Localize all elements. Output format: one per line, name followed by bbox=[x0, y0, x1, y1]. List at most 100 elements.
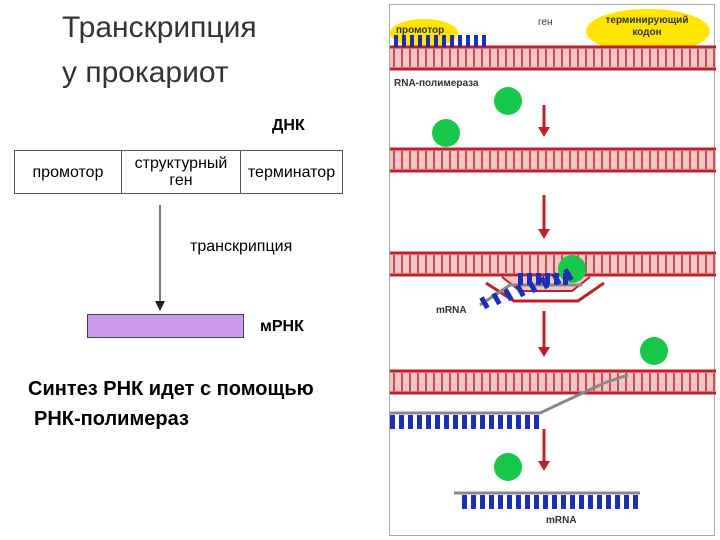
polymerase-label-box bbox=[392, 77, 512, 93]
promoter-base bbox=[450, 35, 454, 47]
dna-helix-1 bbox=[390, 47, 716, 69]
transcription-figure bbox=[390, 9, 716, 509]
mrna-label: мРНК bbox=[260, 318, 304, 335]
polymerase-circle-4 bbox=[640, 337, 668, 365]
rna-base bbox=[615, 495, 620, 509]
figure-mrna-label-b: mRNA bbox=[546, 515, 577, 526]
structural-gene-label-line1: структурный bbox=[134, 155, 228, 172]
promoter-base bbox=[410, 35, 414, 47]
rna-base bbox=[426, 415, 431, 429]
promoter-base bbox=[466, 35, 470, 47]
rna-base bbox=[507, 495, 512, 509]
promoter-base bbox=[402, 35, 406, 47]
transcription-figure-panel: промотор ген терминирующий кодон RNA-пол… bbox=[389, 4, 716, 536]
rna-base bbox=[390, 415, 395, 429]
rna-base bbox=[597, 495, 602, 509]
process-arrow-head-4 bbox=[538, 461, 550, 471]
rna-base bbox=[453, 415, 458, 429]
terminator-highlight bbox=[586, 9, 710, 53]
rna-base bbox=[489, 415, 494, 429]
rna-base bbox=[561, 495, 566, 509]
rna-base bbox=[489, 495, 494, 509]
mrna-bar bbox=[87, 314, 244, 338]
rna-base bbox=[462, 495, 467, 509]
slide-title-line2: у прокариот bbox=[62, 56, 229, 89]
process-arrow-head-1 bbox=[538, 127, 550, 137]
rna-base bbox=[518, 273, 523, 285]
synthesis-text: Синтез РНК идет с помощью РНК-полимераз bbox=[28, 374, 314, 434]
rna-base bbox=[554, 273, 559, 285]
rna-base bbox=[507, 415, 512, 429]
rna-base bbox=[563, 273, 568, 285]
figure-promoter-label: промотор bbox=[396, 25, 445, 36]
rna-base bbox=[480, 415, 485, 429]
rna-base bbox=[471, 415, 476, 429]
figure-terminator-line2: кодон bbox=[632, 27, 662, 38]
terminator-segment-label: терминатор bbox=[247, 163, 336, 181]
rna-base bbox=[503, 288, 514, 302]
rna-base bbox=[570, 495, 575, 509]
rna-base bbox=[417, 415, 422, 429]
rna-base bbox=[515, 284, 526, 298]
rna-base bbox=[543, 495, 548, 509]
rna-base bbox=[534, 495, 539, 509]
rna-base bbox=[534, 415, 539, 429]
promoter-base bbox=[482, 35, 486, 47]
dna-helix-2 bbox=[390, 149, 716, 171]
rna-base bbox=[498, 415, 503, 429]
promoter-base bbox=[426, 35, 430, 47]
terminator-segment: терминатор bbox=[240, 150, 343, 194]
figure-terminator-line1: терминирующий bbox=[605, 15, 689, 26]
rna-base bbox=[444, 415, 449, 429]
dna-helix-4 bbox=[390, 371, 716, 393]
synthesis-line1: Синтез РНК идет с помощью bbox=[28, 378, 314, 400]
process-arrow-head-2 bbox=[538, 229, 550, 239]
rna-base bbox=[471, 495, 476, 509]
process-arrow-head-3 bbox=[538, 347, 550, 357]
rna-base bbox=[552, 495, 557, 509]
synthesis-line2: РНК-полимераз bbox=[34, 408, 189, 430]
polymerase-circle-2 bbox=[432, 119, 460, 147]
rna-base bbox=[579, 495, 584, 509]
rna-base bbox=[435, 415, 440, 429]
figure-mrna-label-a: mRNA bbox=[436, 305, 467, 316]
dna-helix-3 bbox=[390, 253, 716, 275]
rna-base bbox=[588, 495, 593, 509]
rna-base bbox=[491, 292, 502, 306]
rna-base bbox=[536, 273, 541, 285]
rna-base bbox=[408, 415, 413, 429]
structural-gene-segment: структурный ген bbox=[121, 150, 241, 194]
rna-base bbox=[479, 296, 490, 310]
polymerase-circle-1 bbox=[494, 87, 522, 115]
promoter-base bbox=[394, 35, 398, 47]
rna-base bbox=[563, 268, 574, 282]
rna-base bbox=[545, 273, 550, 285]
slide-title-line1: Транскрипция bbox=[62, 11, 257, 44]
promoter-base bbox=[474, 35, 478, 47]
rna-base bbox=[516, 415, 521, 429]
promoter-base bbox=[442, 35, 446, 47]
dna-label: ДНК bbox=[272, 117, 305, 134]
rna-base bbox=[498, 495, 503, 509]
rna-base bbox=[462, 415, 467, 429]
transcription-arrow bbox=[155, 205, 165, 311]
promoter-base bbox=[418, 35, 422, 47]
rna-base bbox=[516, 495, 521, 509]
rna-base bbox=[480, 495, 485, 509]
rna-base bbox=[527, 273, 532, 285]
promoter-highlight bbox=[390, 19, 458, 47]
polymerase-circle-5 bbox=[494, 453, 522, 481]
rna-base bbox=[606, 495, 611, 509]
transcription-label: транскрипция bbox=[190, 238, 293, 255]
rna-base bbox=[525, 495, 530, 509]
promoter-base bbox=[458, 35, 462, 47]
rna-base bbox=[539, 276, 550, 290]
promoter-segment: промотор bbox=[14, 150, 122, 194]
growing-rna-2 bbox=[390, 373, 629, 415]
structural-gene-label-line2: ген bbox=[169, 172, 193, 189]
promoter-segment-label: промотор bbox=[32, 163, 104, 181]
rna-base bbox=[399, 415, 404, 429]
figure-polymerase-label: RNA-полимераза bbox=[394, 78, 479, 89]
rna-base bbox=[624, 495, 629, 509]
figure-terminator-label: терминирующий кодон bbox=[594, 15, 700, 39]
